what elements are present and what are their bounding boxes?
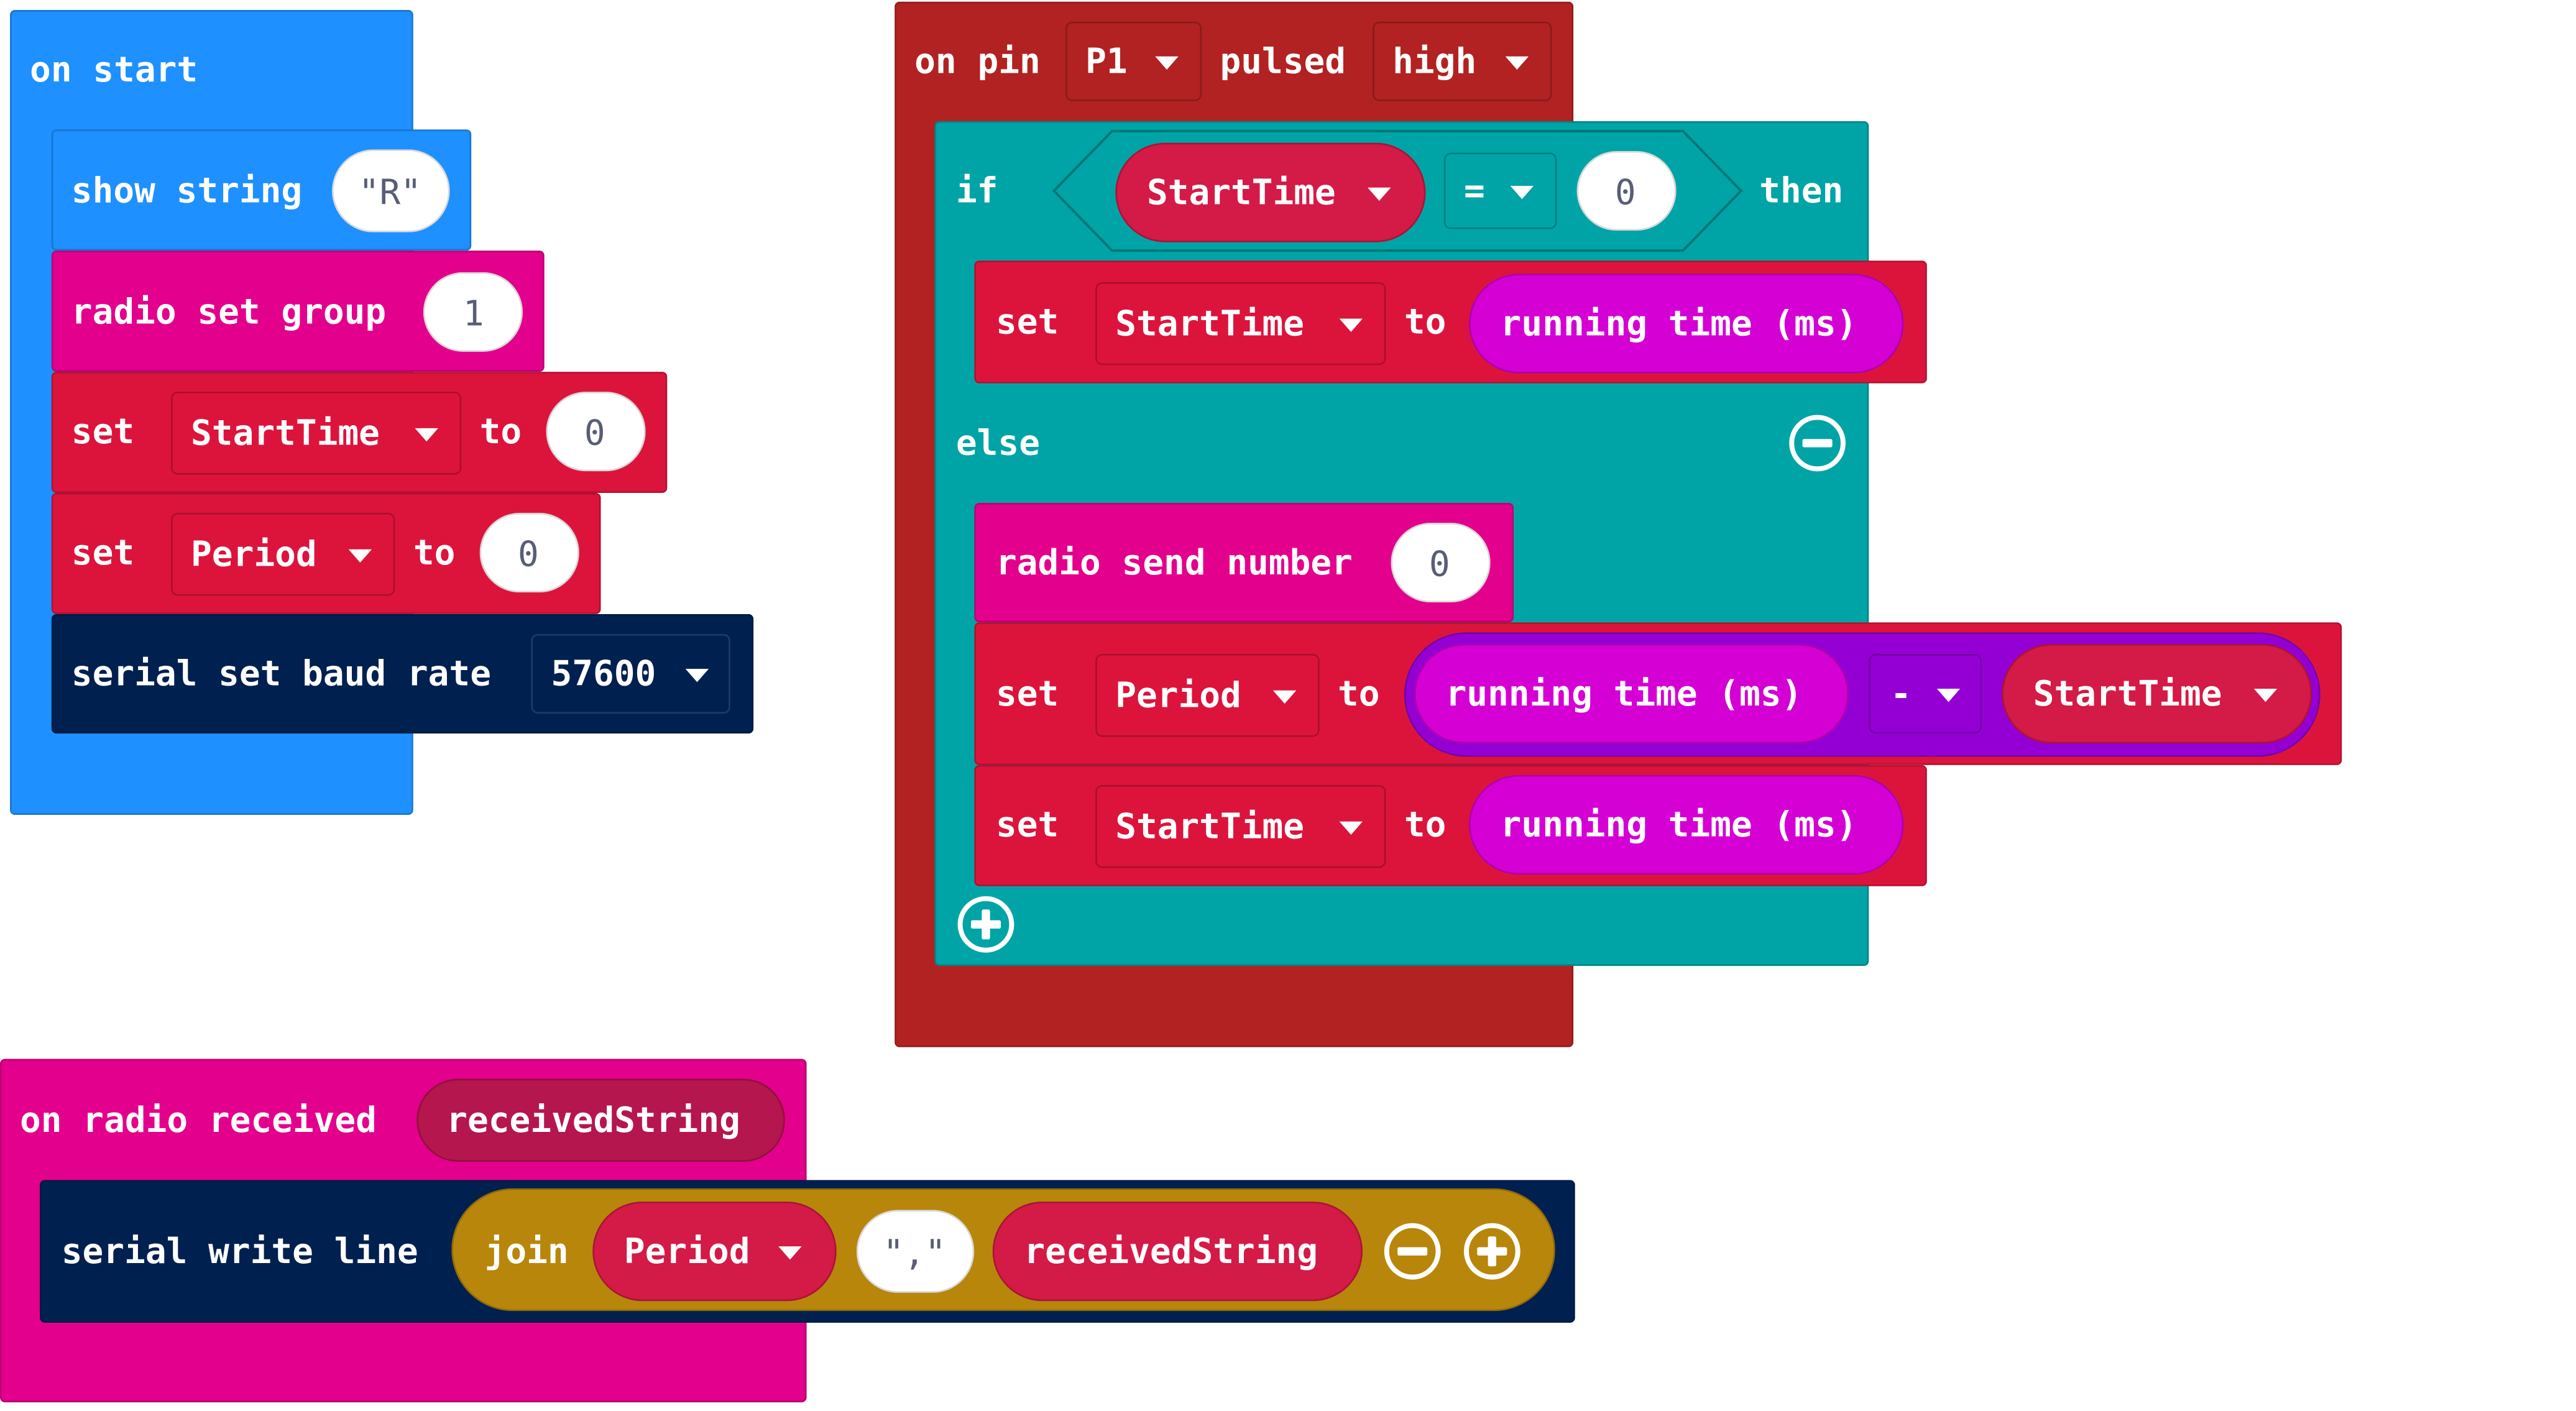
received-string-reporter[interactable]: receivedString [992, 1202, 1363, 1302]
math-operator: - [1890, 674, 1911, 714]
if-keyword: if [955, 171, 998, 211]
dropdown-arrow-icon [1155, 56, 1179, 70]
math-operator-dropdown[interactable]: - [1869, 653, 1982, 734]
show-string-input[interactable]: "R" [332, 149, 450, 232]
running-time-reporter[interactable]: running time (ms) [1468, 774, 1904, 875]
received-string-parameter[interactable]: receivedString [416, 1078, 785, 1162]
period-value: 0 [518, 534, 539, 574]
minus-circle-icon[interactable] [1788, 413, 1847, 473]
condition-variable-name: StartTime [1146, 172, 1336, 213]
pin-dropdown[interactable]: P1 [1065, 21, 1202, 101]
period-value-input[interactable]: 0 [479, 513, 579, 593]
radio-group-input[interactable]: 1 [423, 272, 523, 352]
compare-value-input[interactable]: 0 [1576, 150, 1677, 231]
received-string-name: receivedString [1024, 1231, 1318, 1272]
period-variable-reporter[interactable]: Period [592, 1202, 837, 1302]
dropdown-arrow-icon [778, 1246, 802, 1260]
on-pin-label: on pin [914, 41, 1041, 81]
dropdown-arrow-icon [1368, 187, 1391, 201]
pin-value: P1 [1085, 41, 1128, 81]
starttime-value: 0 [584, 413, 605, 453]
variable-dropdown-period[interactable]: Period [171, 513, 395, 596]
variable-dropdown-starttime[interactable]: StartTime [1095, 784, 1386, 868]
set-keyword: set [71, 411, 135, 452]
to-keyword: to [413, 533, 456, 573]
plus-circle-icon[interactable] [1462, 1221, 1522, 1281]
set-keyword: set [996, 804, 1059, 845]
to-keyword: to [1404, 804, 1447, 845]
compare-operator-dropdown[interactable]: = [1443, 152, 1557, 229]
variable-name: Period [191, 534, 317, 574]
starttime-variable-reporter[interactable]: StartTime [2002, 643, 2312, 744]
variable-dropdown-period[interactable]: Period [1095, 653, 1320, 737]
radio-set-group-label: radio set group [71, 292, 387, 332]
variable-dropdown-starttime[interactable]: StartTime [1095, 282, 1386, 365]
comma-string-value: "," [883, 1233, 946, 1273]
variable-name: Period [1115, 675, 1241, 715]
dropdown-arrow-icon [1339, 318, 1363, 332]
dropdown-arrow-icon [2253, 689, 2278, 702]
comma-string-input[interactable]: "," [856, 1210, 975, 1293]
send-number-input[interactable]: 0 [1391, 523, 1491, 603]
running-time-label: running time (ms) [1500, 303, 1857, 344]
pulse-level-dropdown[interactable]: high [1373, 21, 1552, 101]
starttime-variable-name: StartTime [2033, 674, 2222, 714]
dropdown-arrow-icon [685, 669, 709, 683]
parameter-name: receivedString [446, 1100, 740, 1141]
pulsed-label: pulsed [1220, 41, 1346, 81]
starttime-value-input[interactable]: 0 [546, 392, 646, 472]
on-radio-received-label: on radio received [20, 1100, 377, 1141]
then-keyword: then [1759, 171, 1844, 211]
serial-write-line-label: serial write line [61, 1231, 418, 1272]
condition-variable-starttime[interactable]: StartTime [1115, 142, 1426, 242]
serial-baud-label: serial set baud rate [71, 653, 491, 694]
baud-rate-value: 57600 [551, 653, 656, 694]
dropdown-arrow-icon [415, 428, 438, 442]
set-keyword: set [71, 533, 135, 573]
dropdown-arrow-icon [1505, 56, 1529, 70]
minus-circle-icon[interactable] [1382, 1221, 1442, 1281]
dropdown-arrow-icon [1510, 186, 1534, 200]
compare-operator: = [1463, 171, 1485, 211]
radio-group-value: 1 [462, 293, 484, 334]
variable-name: StartTime [1115, 303, 1305, 344]
set-keyword: set [996, 674, 1059, 714]
to-keyword: to [1338, 674, 1380, 714]
baud-rate-dropdown[interactable]: 57600 [531, 633, 730, 714]
dropdown-arrow-icon [1936, 689, 1961, 702]
period-variable-name: Period [623, 1231, 750, 1272]
running-time-label: running time (ms) [1445, 674, 1803, 714]
variable-name: StartTime [191, 413, 380, 453]
on-start-label: on start [30, 50, 198, 90]
dropdown-arrow-icon [1272, 690, 1297, 704]
variable-dropdown-starttime[interactable]: StartTime [171, 392, 462, 475]
radio-send-number-label: radio send number [996, 543, 1353, 583]
plus-circle-icon[interactable] [956, 894, 1016, 954]
pulse-level-value: high [1392, 41, 1477, 81]
dropdown-arrow-icon [1339, 821, 1363, 835]
compare-value: 0 [1614, 172, 1636, 213]
running-time-reporter[interactable]: running time (ms) [1414, 643, 1849, 744]
to-keyword: to [479, 411, 522, 452]
join-keyword: join [484, 1231, 569, 1272]
set-keyword: set [996, 301, 1059, 342]
show-string-label: show string [71, 171, 303, 211]
running-time-reporter[interactable]: running time (ms) [1468, 273, 1904, 374]
dropdown-arrow-icon [348, 549, 372, 563]
show-string-value: "R" [358, 172, 422, 213]
else-keyword: else [955, 423, 1040, 463]
running-time-label: running time (ms) [1500, 804, 1857, 845]
send-number-value: 0 [1428, 544, 1450, 584]
variable-name: StartTime [1115, 806, 1305, 847]
to-keyword: to [1404, 301, 1447, 342]
